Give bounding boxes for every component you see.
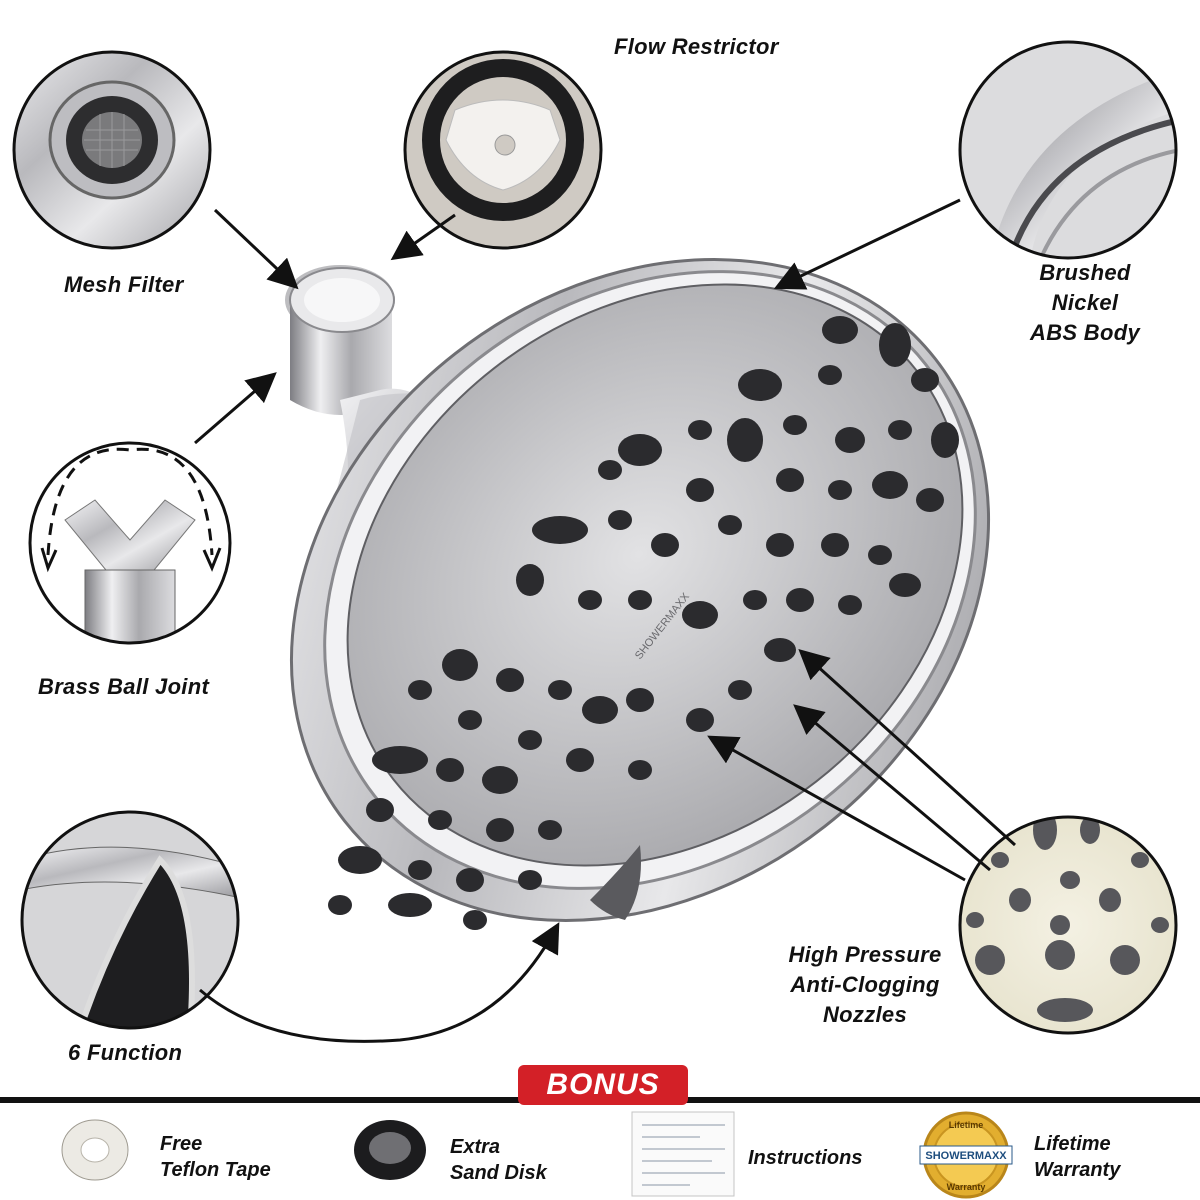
brushed-nickel-line-2: Nickel	[1051, 290, 1119, 315]
brass-ball-joint-label: Brass Ball Joint	[38, 674, 210, 699]
sand-disk-icon	[354, 1120, 426, 1180]
warranty-seal-icon: Lifetime SHOWERMAXX Warranty	[919, 1111, 1013, 1199]
bonus-item-warranty: Lifetime Warranty	[1034, 1131, 1120, 1183]
callout-arrows	[194, 198, 1017, 1043]
brushed-nickel-line-3: ABS Body	[1030, 320, 1140, 345]
seal-bottom-text: Warranty	[947, 1182, 986, 1192]
mesh-filter-label: Mesh Filter	[64, 272, 184, 297]
ball-joint-callout	[28, 441, 232, 645]
flow-restrictor-label: Flow Restrictor	[614, 34, 779, 59]
high-pressure-label: High Pressure Anti-Clogging Nozzles	[760, 940, 970, 1030]
six-function-label: 6 Function	[68, 1040, 183, 1065]
warranty-line-2: Warranty	[1034, 1159, 1121, 1181]
bonus-item-teflon-tape: Free Teflon Tape	[160, 1131, 271, 1183]
high-pressure-line-3: Nozzles	[822, 1002, 907, 1027]
seal-top-text: Lifetime	[949, 1120, 984, 1130]
teflon-line-2: Teflon Tape	[160, 1159, 271, 1181]
bonus-item-sand-disk: Extra Sand Disk	[450, 1134, 547, 1186]
instructions-line-1: Instructions	[748, 1147, 863, 1169]
flow-restrictor-callout	[403, 50, 603, 250]
warranty-line-1: Lifetime	[1034, 1133, 1111, 1155]
high-pressure-line-1: High Pressure	[788, 942, 942, 967]
high-pressure-line-2: Anti-Clogging	[790, 972, 940, 997]
function-tab	[590, 845, 641, 920]
seal-brand-text: SHOWERMAXX	[925, 1150, 1007, 1162]
nozzle-zoom-callout	[958, 815, 1178, 1035]
teflon-tape-icon	[61, 1119, 129, 1181]
brushed-nickel-line-1: Brushed	[1039, 260, 1131, 285]
mesh-filter-callout	[12, 50, 212, 250]
brushed-nickel-label: Brushed Nickel ABS Body	[1010, 258, 1160, 348]
nozzles	[328, 316, 959, 930]
six-function-callout	[20, 810, 240, 1030]
ball-joint-icon	[84, 569, 176, 643]
brushed-nickel-callout	[958, 40, 1178, 260]
instructions-sheet-icon	[631, 1111, 735, 1197]
function-dial-icon	[75, 855, 195, 1028]
bonus-badge: BONUS	[518, 1065, 688, 1105]
sand-disk-line-2: Sand Disk	[450, 1162, 547, 1184]
teflon-line-1: Free	[160, 1133, 203, 1155]
bonus-item-instructions: Instructions	[748, 1145, 862, 1171]
sand-disk-line-1: Extra	[450, 1136, 501, 1158]
